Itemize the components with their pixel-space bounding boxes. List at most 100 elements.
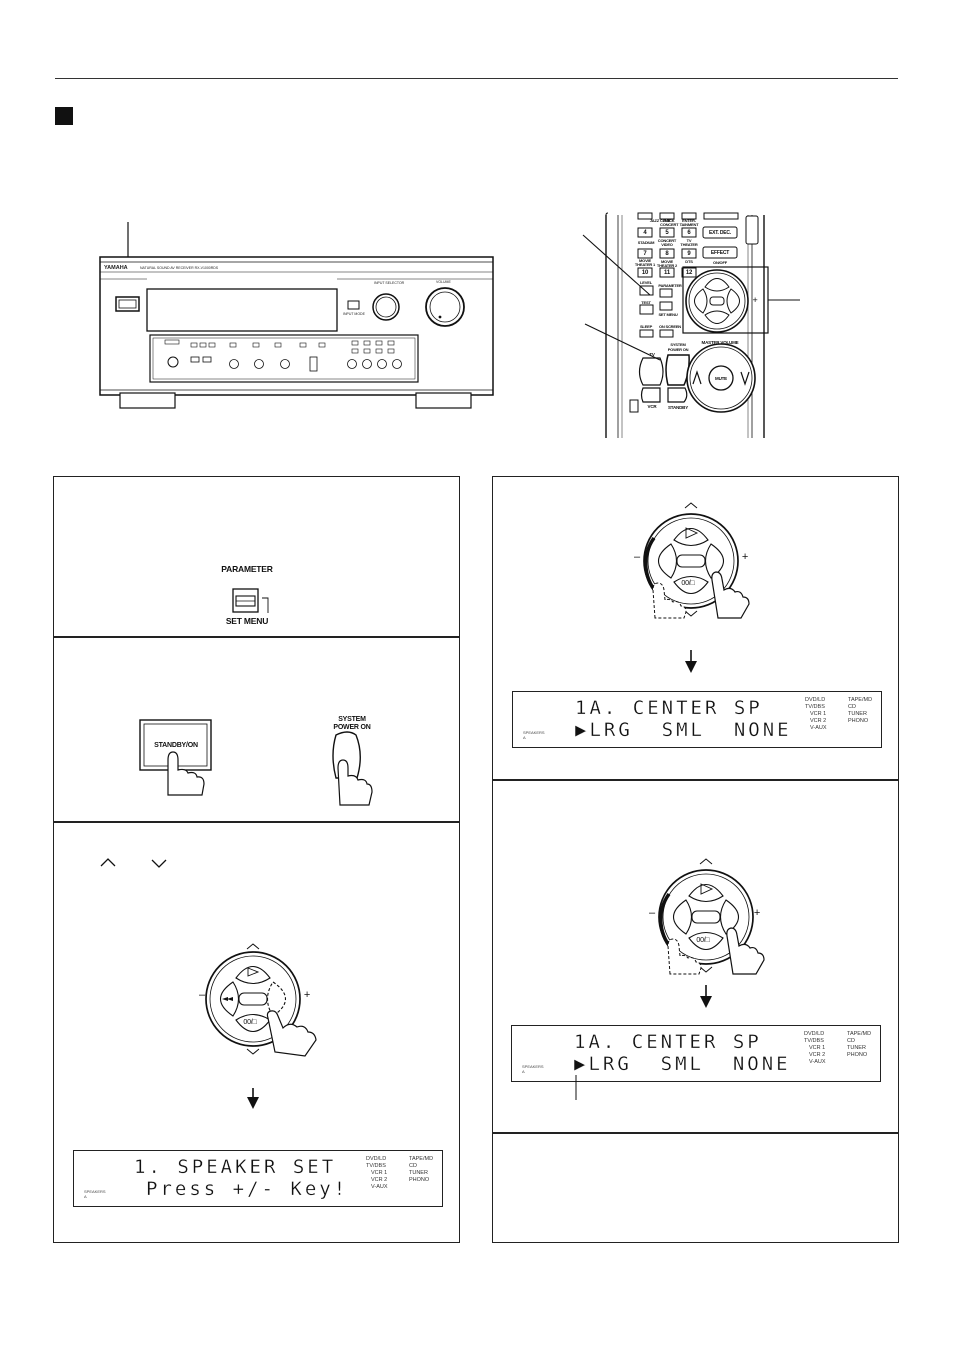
source-list-left: DVD/LD TV/DBS VCR 1 VCR 2 V-AUX [804,1031,826,1066]
source-tape-md: TAPE/MD [409,1156,434,1162]
jog-plus-label: + [741,551,749,563]
remote-key-8[interactable]: 8 [665,251,669,257]
jog-pause-stop-label: 00/□ [681,580,695,587]
down-key-icon [151,859,167,868]
remote-effect-on-off-label: ON/OFF [713,260,727,265]
parameter-label: PARAMETER [221,564,273,574]
remote-sleep-label: SLEEP [639,324,653,329]
remote-mute-button[interactable]: MUTE [715,376,727,381]
source-cd: CD [847,1038,855,1044]
source-cd: CD [409,1163,417,1169]
source-tape-md: TAPE/MD [848,697,873,703]
remote-key-label-movie-theater-2: MOVIE THEATER 2 [656,259,678,268]
source-phono: PHONO [847,1052,868,1058]
remote-key-12[interactable]: 12 [685,270,693,276]
source-vcr1: VCR 1 [810,711,827,717]
speakers-label: SPEAKERS [522,1064,544,1069]
source-list-right: TAPE/MD CD TUNER PHONO [848,697,872,725]
source-vcr2: VCR 2 [809,1052,826,1058]
display-line-1: 1. SPEAKER SET [134,1156,337,1178]
remote-key-label-jazz-club: JAZZ CLUB [649,218,671,223]
display-center-sp-1: 1A. CENTER SP ▶LRG SML NONE SPEAKERS A D… [512,691,882,748]
remote-key-label-concert-video: CONCERT VIDEO [657,238,677,247]
speakers-a-label: A [523,735,526,740]
input-selector-label: INPUT SELECTOR [374,281,405,285]
source-dvd-ld: DVD/LD [366,1156,387,1162]
left-divider-1 [53,636,460,638]
source-tuner: TUNER [848,711,867,717]
source-list-right: TAPE/MD CD TUNER PHONO [847,1031,871,1059]
source-dvd-ld: DVD/LD [804,1031,825,1037]
display-line-2: ▶LRG SML NONE [575,719,792,741]
source-phono: PHONO [848,718,869,724]
display-line-1: 1A. CENTER SP [574,1031,762,1053]
display-center-sp-2: 1A. CENTER SP ▶LRG SML NONE SPEAKERS A D… [511,1025,881,1082]
source-tuner: TUNER [409,1170,428,1176]
remote-key-11[interactable]: 11 [664,270,670,276]
remote-plus-label: + [752,295,758,305]
remote-key-5[interactable]: 5 [665,230,669,236]
source-tuner: TUNER [847,1045,866,1051]
remote-on-screen-label: ON SCREEN [659,324,681,329]
remote-set-menu-label: SET MENU [658,312,678,317]
remote-key-4[interactable]: 4 [643,230,647,236]
remote-effect-button[interactable]: EFFECT [710,250,730,256]
source-tape-md: TAPE/MD [847,1031,872,1037]
remote-key-label-tv-theater: TV THEATER [680,238,698,247]
source-v-aux: V-AUX [810,725,827,731]
remote-vcr-label: VCR [647,404,657,409]
jog-minus-label: – [649,907,655,919]
source-list-left: DVD/LD TV/DBS VCR 1 VCR 2 V-AUX [366,1156,388,1191]
display-speaker-set: 1. SPEAKER SET Press +/- Key! SPEAKERS A… [73,1150,443,1207]
remote-key-label-dts: DTS [685,259,693,264]
speakers-label: SPEAKERS [523,730,545,735]
system-power-on-label: SYSTEM POWER ON [333,716,371,731]
remote-key-10[interactable]: 10 [641,270,649,276]
remote-key-label-stadium: STADIUM [637,240,655,245]
remote-ext-dec-button[interactable]: EXT. DEC. [708,230,732,236]
standby-on-button[interactable]: STANDBY/ON [154,742,198,749]
jog-pause-stop-label: 00/□ [243,1019,257,1026]
remote-level-label: LEVEL [640,280,652,285]
display-line-2: ▶LRG SML NONE [574,1053,791,1075]
remote-parameter-label: PARAMETER [658,283,682,288]
jog-pause-stop-label: 00/□ [696,937,710,944]
remote-master-volume-label: MASTER VOLUME [701,340,739,345]
up-key-icon [100,858,116,867]
jog-minus-label: – [199,989,205,1001]
input-mode-label: INPUT MODE [343,312,365,316]
source-v-aux: V-AUX [809,1059,826,1065]
remote-key-label-rock-concert: ROCK CONCERT [660,218,679,227]
brand-logo: YAMAHA [104,265,128,271]
speakers-a-label: A [84,1194,87,1199]
remote-tv-label: TV [649,352,655,357]
source-tv-dbs: TV/DBS [805,704,825,710]
source-dvd-ld: DVD/LD [805,697,826,703]
jog-minus-label: – [634,551,640,563]
source-tv-dbs: TV/DBS [804,1038,824,1044]
remote-standby-label: STANDBY [667,405,689,410]
set-menu-label: SET MENU [225,616,269,626]
source-v-aux: V-AUX [371,1184,388,1190]
jog-plus-label: + [303,989,311,1001]
speakers-label: SPEAKERS [84,1189,106,1194]
source-vcr2: VCR 2 [810,718,827,724]
model-text: NATURAL SOUND AV RECEIVER RX-V1000RDS [140,266,219,270]
jog-plus-label: + [753,907,761,919]
remote-key-9[interactable]: 9 [687,251,691,257]
source-list-left: DVD/LD TV/DBS VCR 1 VCR 2 V-AUX [805,697,827,732]
source-vcr1: VCR 1 [809,1045,826,1051]
remote-key-label-entertainment: ENTER-TAINMENT [679,218,699,227]
right-divider-1 [492,779,899,781]
remote-key-6[interactable]: 6 [687,230,691,236]
source-vcr1: VCR 1 [371,1170,388,1176]
remote-system-power-on-label: SYSTEM POWER ON [667,342,689,352]
source-phono: PHONO [409,1177,430,1183]
source-cd: CD [848,704,856,710]
source-list-right: TAPE/MD CD TUNER PHONO [409,1156,433,1184]
remote-key-7[interactable]: 7 [643,251,647,257]
display-line-2: Press +/- Key! [146,1178,349,1200]
remote-key-label-movie-theater-1: MOVIE THEATER 1 [634,258,656,267]
remote-test-label: TEST [641,300,651,305]
